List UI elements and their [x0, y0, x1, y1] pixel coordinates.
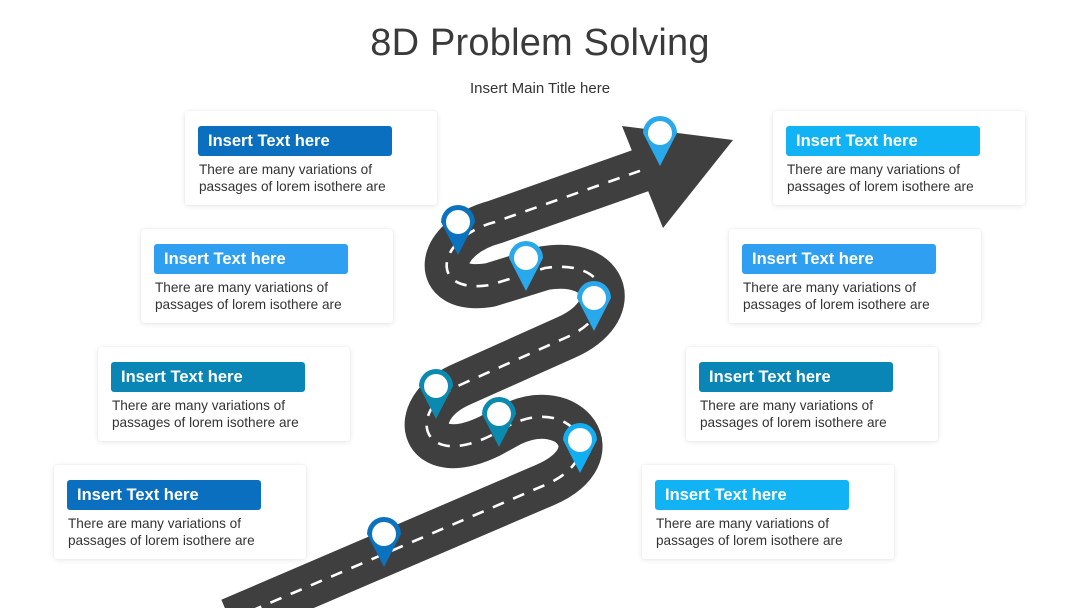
- pin-3-marker-icon: [509, 241, 543, 291]
- step-card-1: Insert Text here There are many variatio…: [185, 111, 437, 205]
- pin-2-marker-icon: [441, 205, 475, 255]
- step-text: There are many variations of passages of…: [199, 162, 386, 194]
- step-card-7: Insert Text here There are many variatio…: [686, 347, 938, 441]
- step-text: There are many variations of passages of…: [112, 398, 299, 430]
- step-label: Insert Text here: [655, 480, 849, 510]
- step-text: There are many variations of passages of…: [700, 398, 887, 430]
- step-card-2: Insert Text here There are many variatio…: [141, 229, 393, 323]
- step-text: There are many variations of passages of…: [743, 280, 930, 312]
- pin-7-marker-icon: [563, 423, 597, 473]
- step-label: Insert Text here: [699, 362, 893, 392]
- step-text: There are many variations of passages of…: [68, 516, 255, 548]
- step-card-5: Insert Text here There are many variatio…: [773, 111, 1025, 205]
- step-text: There are many variations of passages of…: [787, 162, 974, 194]
- pin-top-marker-icon: [643, 116, 677, 166]
- step-card-6: Insert Text here There are many variatio…: [729, 229, 981, 323]
- step-label: Insert Text here: [67, 480, 261, 510]
- step-label: Insert Text here: [154, 244, 348, 274]
- step-card-8: Insert Text here There are many variatio…: [642, 465, 894, 559]
- step-text: There are many variations of passages of…: [656, 516, 843, 548]
- road-arrow-head: [622, 126, 733, 228]
- pin-bottom-marker-icon: [367, 517, 401, 567]
- step-label: Insert Text here: [742, 244, 936, 274]
- step-label: Insert Text here: [786, 126, 980, 156]
- step-card-4: Insert Text here There are many variatio…: [54, 465, 306, 559]
- pin-5-marker-icon: [419, 369, 453, 419]
- page-title: 8D Problem Solving: [370, 22, 710, 64]
- pin-6-marker-icon: [482, 397, 516, 447]
- road-center-line: [254, 160, 666, 608]
- step-label: Insert Text here: [198, 126, 392, 156]
- page-subtitle: Insert Main Title here: [469, 80, 611, 97]
- step-label: Insert Text here: [111, 362, 305, 392]
- step-card-3: Insert Text here There are many variatio…: [98, 347, 350, 441]
- pin-4-marker-icon: [577, 281, 611, 331]
- step-text: There are many variations of passages of…: [155, 280, 342, 312]
